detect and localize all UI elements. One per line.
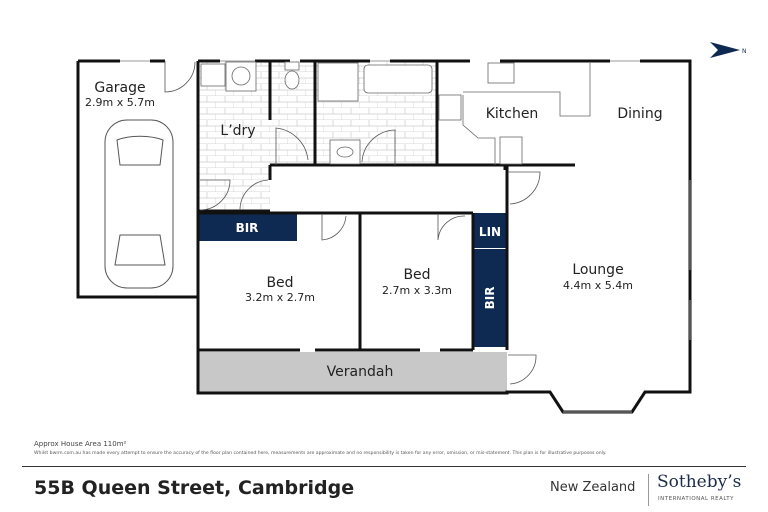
verandah-area	[198, 352, 507, 393]
disclaimer: Whilst bwrm.com.au has made every attemp…	[34, 451, 607, 456]
fixtures	[200, 61, 591, 165]
dining-label: Dining	[617, 106, 662, 122]
lin-label: LIN	[479, 225, 501, 239]
garage-label: Garage	[94, 80, 145, 96]
address-title: 55B Queen Street, Cambridge	[34, 477, 355, 499]
compass-label: N	[742, 48, 747, 55]
bir-2-label: BIR	[483, 287, 497, 310]
walls	[76, 59, 692, 414]
region-label: New Zealand	[550, 480, 636, 495]
brand-logo: Sotheby’s	[657, 472, 742, 492]
verandah-label: Verandah	[327, 364, 394, 380]
bed-1-size: 3.2m x 2.7m	[245, 291, 315, 304]
logo-divider	[648, 474, 649, 506]
kitchen-label: Kitchen	[486, 106, 539, 122]
north-arrow-icon: N	[710, 42, 747, 58]
bir-1-label: BIR	[236, 221, 259, 235]
garage-size: 2.9m x 5.7m	[85, 96, 155, 109]
bir-2	[473, 249, 507, 347]
house-area: Approx House Area 110m²	[34, 440, 127, 448]
doors	[164, 61, 541, 385]
windows	[120, 60, 691, 413]
lounge-size: 4.4m x 5.4m	[563, 279, 633, 292]
car-icon	[104, 119, 174, 289]
bed-2-label: Bed	[403, 267, 430, 283]
floor-plan: N Garage 2.9m x 5.7m L’dry Kitchen Dinin…	[76, 42, 747, 414]
lounge-label: Lounge	[572, 262, 623, 278]
bir-1	[198, 213, 297, 241]
brand-subtitle: INTERNATIONAL REALTY	[658, 496, 734, 502]
divider	[22, 466, 746, 467]
bed-1-label: Bed	[266, 275, 293, 291]
lin	[473, 213, 507, 248]
laundry-label: L’dry	[220, 123, 255, 139]
bed-2-size: 2.7m x 3.3m	[382, 284, 452, 297]
